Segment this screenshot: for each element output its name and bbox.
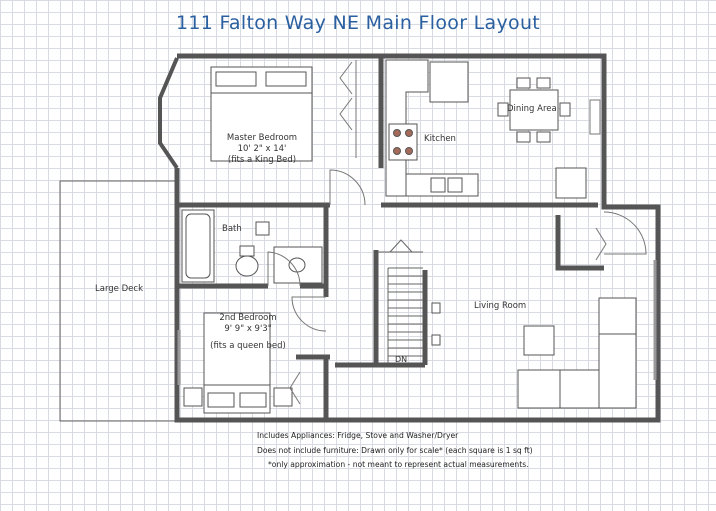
dining-area-label: Dining Area	[507, 104, 557, 114]
dining-cabinet	[555, 167, 587, 199]
master-bedroom-label: Master Bedroom 10' 2" x 14' (fits a King…	[210, 133, 314, 166]
living-side-table	[431, 302, 441, 314]
note-approximation: *only approximation - not meant to repre…	[268, 460, 529, 469]
second-bedroom-label: 2nd Bedroom 9' 9" x 9'3" (fits a queen b…	[196, 313, 300, 352]
master-door	[329, 169, 366, 206]
queen-bed	[203, 312, 271, 414]
second-bedroom-note: (fits a queen bed)	[210, 341, 286, 351]
sink	[430, 177, 463, 193]
king-bed	[210, 66, 313, 162]
deck-label: Large Deck	[95, 284, 143, 294]
outer-wall	[174, 53, 661, 423]
stairs	[378, 239, 423, 363]
dining-table	[497, 77, 571, 143]
bath-shelf	[255, 221, 270, 236]
note-appliances: Includes Appliances: Fridge, Stove and W…	[257, 431, 459, 440]
front-door	[603, 211, 647, 255]
bedroom2-closet-door	[289, 371, 301, 405]
note-furniture: Does not include furniture: Drawn only f…	[257, 446, 533, 455]
master-closet-door	[339, 60, 357, 158]
second-bedroom-size: 9' 9" x 9'3"	[224, 324, 272, 334]
fridge	[429, 61, 469, 103]
sofa	[517, 297, 637, 409]
bathtub	[181, 209, 215, 283]
bath-label: Bath	[222, 224, 242, 234]
stove	[388, 123, 418, 161]
entry-closet-door	[595, 227, 607, 261]
bath-vanity	[273, 246, 323, 284]
bedroom2-nightstands	[183, 387, 293, 407]
second-bedroom-name: 2nd Bedroom	[219, 313, 277, 323]
walls	[158, 53, 661, 423]
living-side-table	[431, 334, 441, 346]
master-bedroom-name: Master Bedroom	[226, 133, 298, 143]
kitchen-window	[589, 99, 601, 135]
toilet	[235, 245, 259, 277]
master-bedroom-note: (fits a King Bed)	[227, 155, 297, 165]
coffee-table	[523, 325, 555, 356]
kitchen-label: Kitchen	[424, 134, 456, 144]
entry-closet-wall	[555, 215, 604, 271]
stairs-down-label: DN	[395, 355, 408, 364]
bay-window	[158, 57, 179, 170]
bath-door	[267, 251, 301, 287]
bedroom2-door	[291, 296, 327, 332]
living-room-label: Living Room	[474, 301, 527, 311]
page-title: 111 Falton Way NE Main Floor Layout	[175, 12, 541, 34]
master-bedroom-size: 10' 2" x 14'	[237, 144, 287, 154]
deck-area	[59, 180, 179, 422]
